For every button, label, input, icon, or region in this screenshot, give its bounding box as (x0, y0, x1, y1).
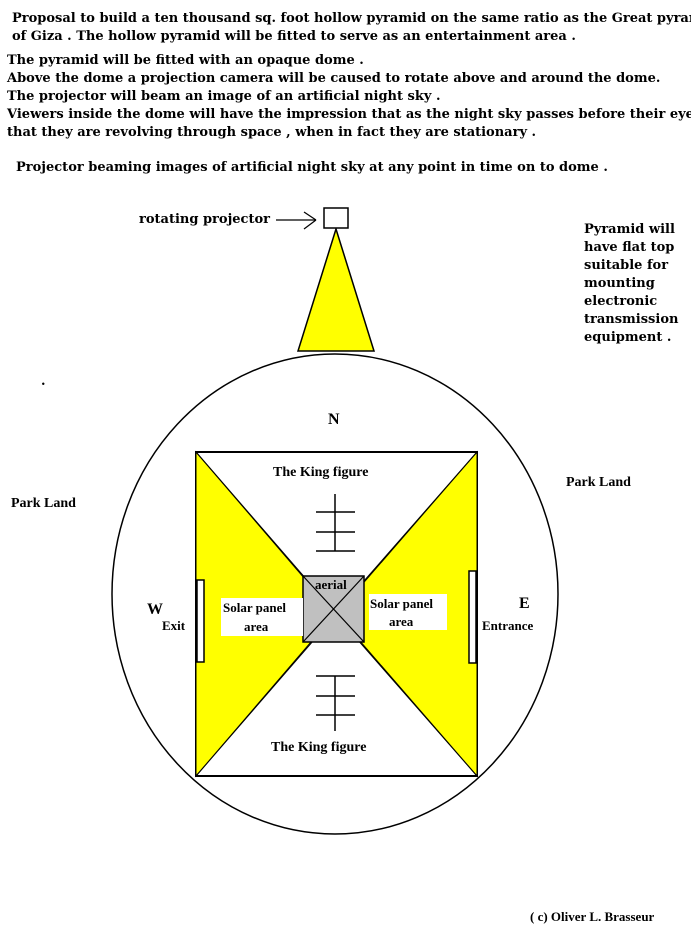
side-note-line-7: equipment . (584, 330, 672, 345)
solar-panel-left-line-1: Solar panel (223, 600, 286, 615)
side-note-line-1: Pyramid will (584, 222, 675, 237)
side-note-line-2: have flat top (584, 240, 675, 255)
details-line-3: The projector will beam an image of an a… (7, 89, 441, 104)
solar-panel-right-line-2: area (389, 614, 414, 629)
details-line-2: Above the dome a projection camera will … (7, 71, 661, 86)
details-line-1: The pyramid will be fitted with an opaqu… (7, 53, 364, 68)
copyright: ( c) Oliver L. Brasseur (530, 909, 655, 924)
details-line-4: Viewers inside the dome will have the im… (7, 107, 691, 122)
projector-arrow-icon (276, 211, 317, 230)
king-figure-bottom-icon (316, 675, 355, 731)
projector-box (323, 207, 349, 229)
king-figure-top-label: The King figure (273, 465, 369, 480)
compass-west: W (147, 601, 163, 618)
park-land-right: Park Land (566, 475, 631, 490)
compass-north: N (328, 411, 340, 428)
stray-dot: . (41, 374, 46, 389)
side-note-line-5: electronic (584, 294, 658, 309)
projector-beam (296, 226, 376, 352)
park-land-left: Park Land (11, 496, 76, 511)
solar-panel-left-line-2: area (244, 619, 269, 634)
exit-door (196, 579, 205, 663)
side-note-line-4: mounting (584, 276, 655, 291)
intro-line-2: of Giza . The hollow pyramid will be fit… (12, 29, 576, 44)
projector-caption: Projector beaming images of artificial n… (16, 160, 608, 175)
entrance-door (468, 570, 477, 664)
side-note-line-6: transmission (584, 312, 679, 327)
compass-east: E (519, 595, 530, 612)
solar-panel-right-line-1: Solar panel (370, 596, 433, 611)
aerial-label: aerial (315, 577, 347, 592)
intro-line-1: Proposal to build a ten thousand sq. foo… (12, 11, 691, 26)
exit-label: Exit (162, 618, 186, 633)
projector-label: rotating projector (139, 212, 270, 227)
entrance-label: Entrance (482, 618, 534, 633)
side-note-line-3: suitable for (584, 258, 669, 273)
details-line-5: that they are revolving through space , … (7, 125, 537, 140)
king-figure-top-icon (316, 494, 355, 552)
king-figure-bottom-label: The King figure (271, 740, 367, 755)
